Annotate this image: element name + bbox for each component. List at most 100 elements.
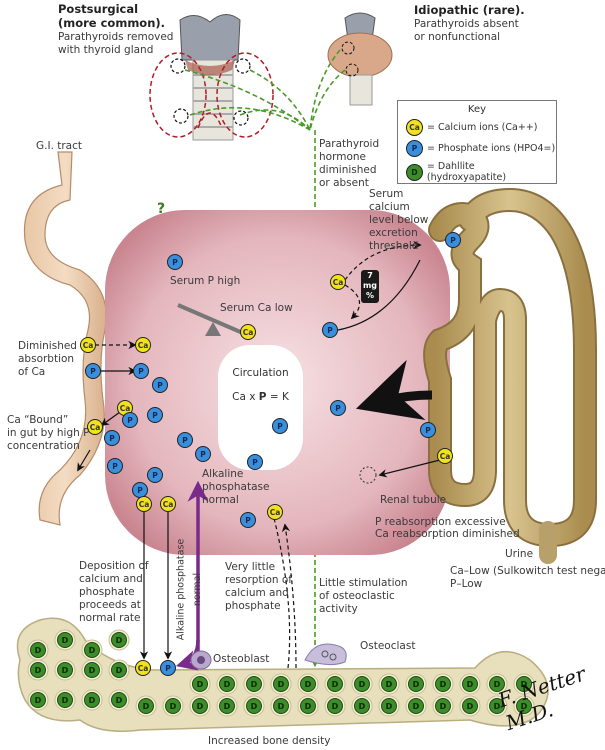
svg-text:Ca: Ca: [163, 500, 174, 509]
svg-text:D: D: [440, 702, 447, 711]
legend-title: Key: [467, 104, 487, 115]
serum-calcium-label-2: calcium: [369, 201, 410, 213]
dahllite-crystal: D: [81, 659, 103, 681]
calcium-ion: Ca: [135, 660, 151, 676]
dahllite-crystal: D: [108, 689, 130, 711]
deposition-label-4: proceeds at: [79, 599, 141, 611]
svg-text:P: P: [127, 416, 133, 425]
calcium-ion: Ca: [437, 448, 453, 464]
svg-text:D: D: [251, 680, 258, 689]
idiopathic-desc-line2: or nonfunctional: [414, 31, 501, 43]
urine-label: Urine: [505, 548, 534, 560]
postsurgical-trachea: [179, 14, 241, 141]
svg-text:D: D: [170, 702, 177, 711]
phosphate-ion: P: [147, 407, 163, 423]
diminished-absorption-1: Diminished: [18, 340, 77, 352]
svg-text:P: P: [152, 471, 158, 480]
dahllite-crystal: D: [162, 695, 184, 717]
phosphate-ion: P: [247, 454, 263, 470]
deposition-label-3: phosphate: [79, 586, 135, 598]
phosphate-ion: P: [322, 322, 338, 338]
alkaline-label-2: phosphatase: [202, 481, 270, 493]
postsurgical-title-line1: Postsurgical: [58, 2, 139, 16]
svg-text:P: P: [450, 236, 456, 245]
dahllite-crystal: D: [108, 659, 130, 681]
idiopathic-title: Idiopathic (rare).: [414, 3, 525, 17]
deposition-label-5: normal rate: [79, 612, 141, 624]
svg-text:Ca: Ca: [139, 500, 150, 509]
svg-text:D: D: [197, 702, 204, 711]
phosphate-ion: P: [104, 430, 120, 446]
dahllite-crystal: D: [297, 695, 319, 717]
phosphate-ion: P: [85, 363, 101, 379]
dahllite-crystal: D: [270, 673, 292, 695]
diminished-absorption-2: absorbtion: [18, 353, 75, 365]
svg-text:D: D: [116, 666, 123, 675]
dahllite-crystal: D: [27, 659, 49, 681]
svg-text:P: P: [157, 381, 163, 390]
svg-text:D: D: [494, 702, 501, 711]
svg-text:D: D: [278, 680, 285, 689]
alkaline-label-1: Alkaline: [202, 468, 244, 480]
legend-label-dahllite: = Dahllite (hydroxyapatite): [426, 161, 507, 183]
seesaw: [177, 303, 253, 339]
svg-text:D: D: [413, 702, 420, 711]
dahllite-crystal: D: [486, 673, 508, 695]
serum-p-high-label: Serum P high: [170, 275, 241, 287]
svg-text:P: P: [109, 434, 115, 443]
resorption-label-1: Very little: [225, 561, 276, 573]
calcium-ion: Ca: [80, 337, 96, 353]
threshold-percent: %: [365, 291, 374, 300]
phosphate-ion: P: [167, 254, 183, 270]
resorption-label-3: calcium and: [225, 587, 289, 599]
legend-label-calcium: = Calcium ions (Ca++): [427, 122, 538, 133]
svg-text:D: D: [62, 666, 69, 675]
serum-ca-low-label: Serum Ca low: [220, 302, 293, 314]
phosphate-ion: P: [420, 422, 436, 438]
dahllite-crystal: D: [432, 673, 454, 695]
renal-tubule: [423, 187, 597, 564]
svg-text:Ca: Ca: [333, 278, 344, 287]
gi-tract-label: G.I. tract: [36, 140, 83, 152]
phosphate-reabsorption-arrow: [355, 359, 433, 421]
svg-text:D: D: [251, 702, 258, 711]
calcium-ion: Ca: [160, 496, 176, 512]
reabsorption-ca-label: Ca reabsorption diminished: [375, 528, 520, 540]
svg-text:D: D: [305, 702, 312, 711]
svg-text:Ca: Ca: [120, 404, 131, 413]
alkaline-label-3: normal: [202, 494, 239, 506]
flow-arrows: [77, 240, 441, 669]
dahllite-crystal: D: [351, 673, 373, 695]
idiopathic-thyroid: [327, 12, 393, 106]
serum-calcium-label-1: Serum: [369, 188, 404, 200]
alkaline-vertical-label-2: normal: [192, 572, 204, 607]
dahllite-crystal: D: [243, 695, 265, 717]
pth-label-3: diminished: [319, 164, 377, 176]
calcium-ion: Ca: [136, 496, 152, 512]
legend-label-phosphate: = Phosphate ions (HPO4=): [427, 143, 556, 154]
parathyroid-gland-sites: [170, 58, 251, 126]
dahllite-crystal: D: [324, 673, 346, 695]
svg-text:P: P: [200, 450, 206, 459]
svg-text:D: D: [62, 636, 69, 645]
dahllite-crystal: D: [189, 673, 211, 695]
dahllite-crystal: D: [27, 689, 49, 711]
svg-text:D: D: [116, 636, 123, 645]
svg-text:Ca: Ca: [138, 664, 149, 673]
osteoclastic-stim-label-2: of osteoclastic: [319, 590, 395, 602]
phosphate-ion: P: [147, 467, 163, 483]
dahllite-crystal: D: [459, 673, 481, 695]
svg-text:P: P: [138, 367, 144, 376]
svg-text:D: D: [305, 680, 312, 689]
svg-text:D: D: [440, 680, 447, 689]
gi-tract: [23, 151, 107, 526]
bone-density-label: Increased bone density: [208, 735, 331, 747]
urine-ca-label: Ca–Low (Sulkowitch test negative): [450, 565, 605, 577]
svg-text:D: D: [89, 646, 96, 655]
pth-label-4: or absent: [319, 177, 369, 189]
calcium-ion: Ca: [240, 324, 256, 340]
svg-text:D: D: [332, 680, 339, 689]
svg-text:Ca: Ca: [440, 452, 451, 461]
svg-text:P: P: [327, 326, 333, 335]
